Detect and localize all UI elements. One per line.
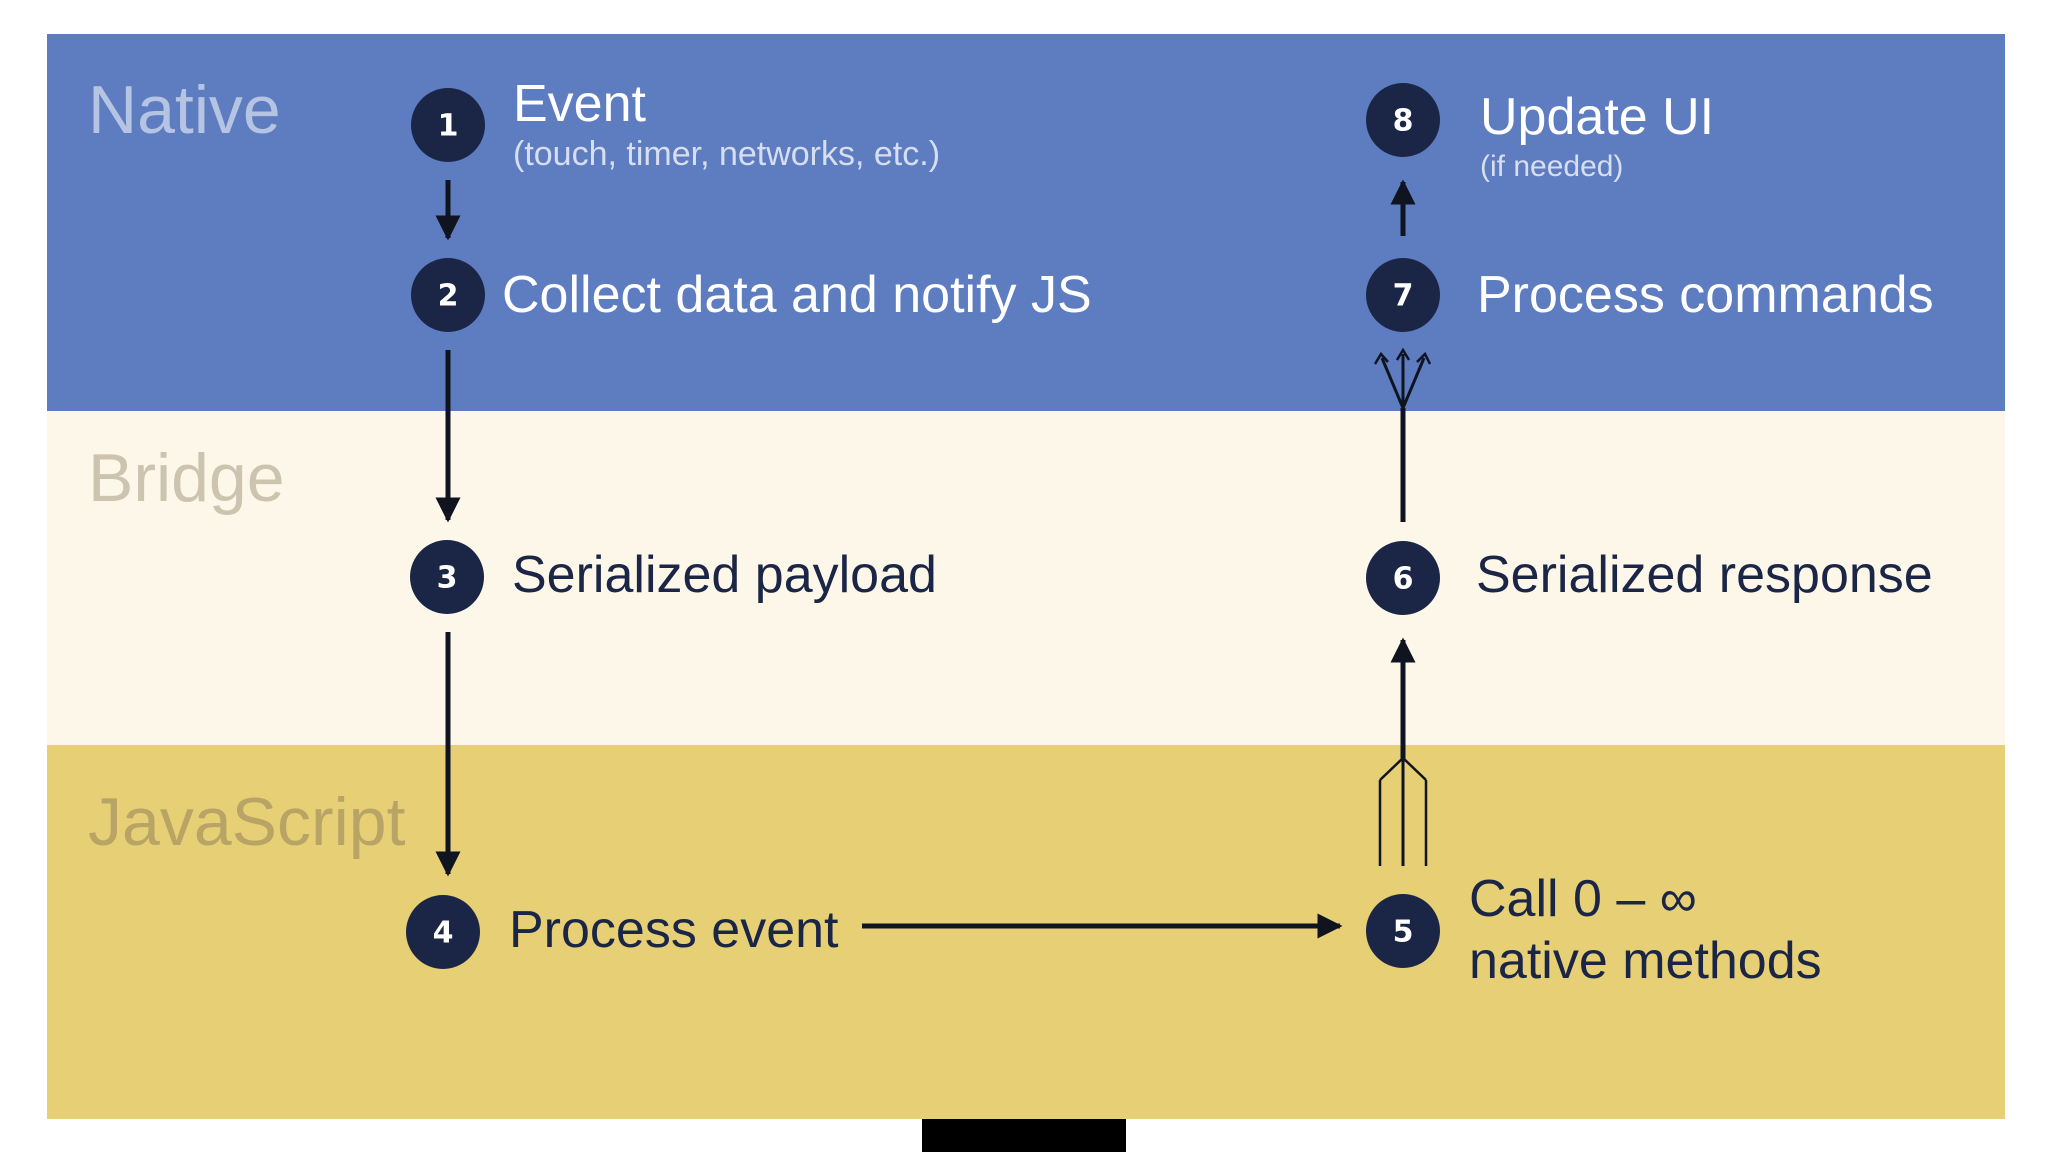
step-8-subtitle: (if needed) <box>1480 150 1624 183</box>
step-7-title: Process commands <box>1477 266 1934 324</box>
step-5-title: Call 0 – ∞ <box>1469 870 1697 928</box>
step-4-title: Process event <box>509 901 839 959</box>
svg-text:8: 8 <box>1393 104 1414 139</box>
step-badge-1: 1 <box>411 88 485 162</box>
step-badge-4: 4 <box>406 895 480 969</box>
step-1-title: Event <box>513 75 646 133</box>
javascript-layer-band <box>47 745 2005 1119</box>
svg-text:5: 5 <box>1393 915 1414 950</box>
svg-text:1: 1 <box>438 109 459 144</box>
step-badge-3: 3 <box>410 540 484 614</box>
step-3-title: Serialized payload <box>512 546 937 604</box>
fan-out-6-to-7 <box>1373 347 1432 409</box>
bottom-black-bar <box>922 1119 1126 1152</box>
step-1-subtitle: (touch, timer, networks, etc.) <box>513 135 941 173</box>
svg-text:7: 7 <box>1393 279 1414 314</box>
fan-in-5-to-6 <box>1378 757 1428 866</box>
step-5-title-line2: native methods <box>1469 932 1822 990</box>
native-layer-band <box>47 34 2005 411</box>
step-8-title: Update UI <box>1480 88 1715 146</box>
step-badge-2: 2 <box>411 258 485 332</box>
native-layer-label: Native <box>88 72 281 148</box>
step-badge-8: 8 <box>1366 83 1440 157</box>
svg-text:6: 6 <box>1393 562 1414 597</box>
javascript-layer-label: JavaScript <box>88 784 406 860</box>
bridge-layer-band <box>47 411 2005 745</box>
step-badge-5: 5 <box>1366 894 1440 968</box>
step-badge-7: 7 <box>1366 258 1440 332</box>
step-badge-6: 6 <box>1366 541 1440 615</box>
step-6-title: Serialized response <box>1476 546 1933 604</box>
svg-text:4: 4 <box>433 916 454 951</box>
svg-text:3: 3 <box>437 561 458 596</box>
step-2-title: Collect data and notify JS <box>502 266 1092 324</box>
bridge-layer-label: Bridge <box>88 440 285 516</box>
svg-text:2: 2 <box>438 279 459 314</box>
